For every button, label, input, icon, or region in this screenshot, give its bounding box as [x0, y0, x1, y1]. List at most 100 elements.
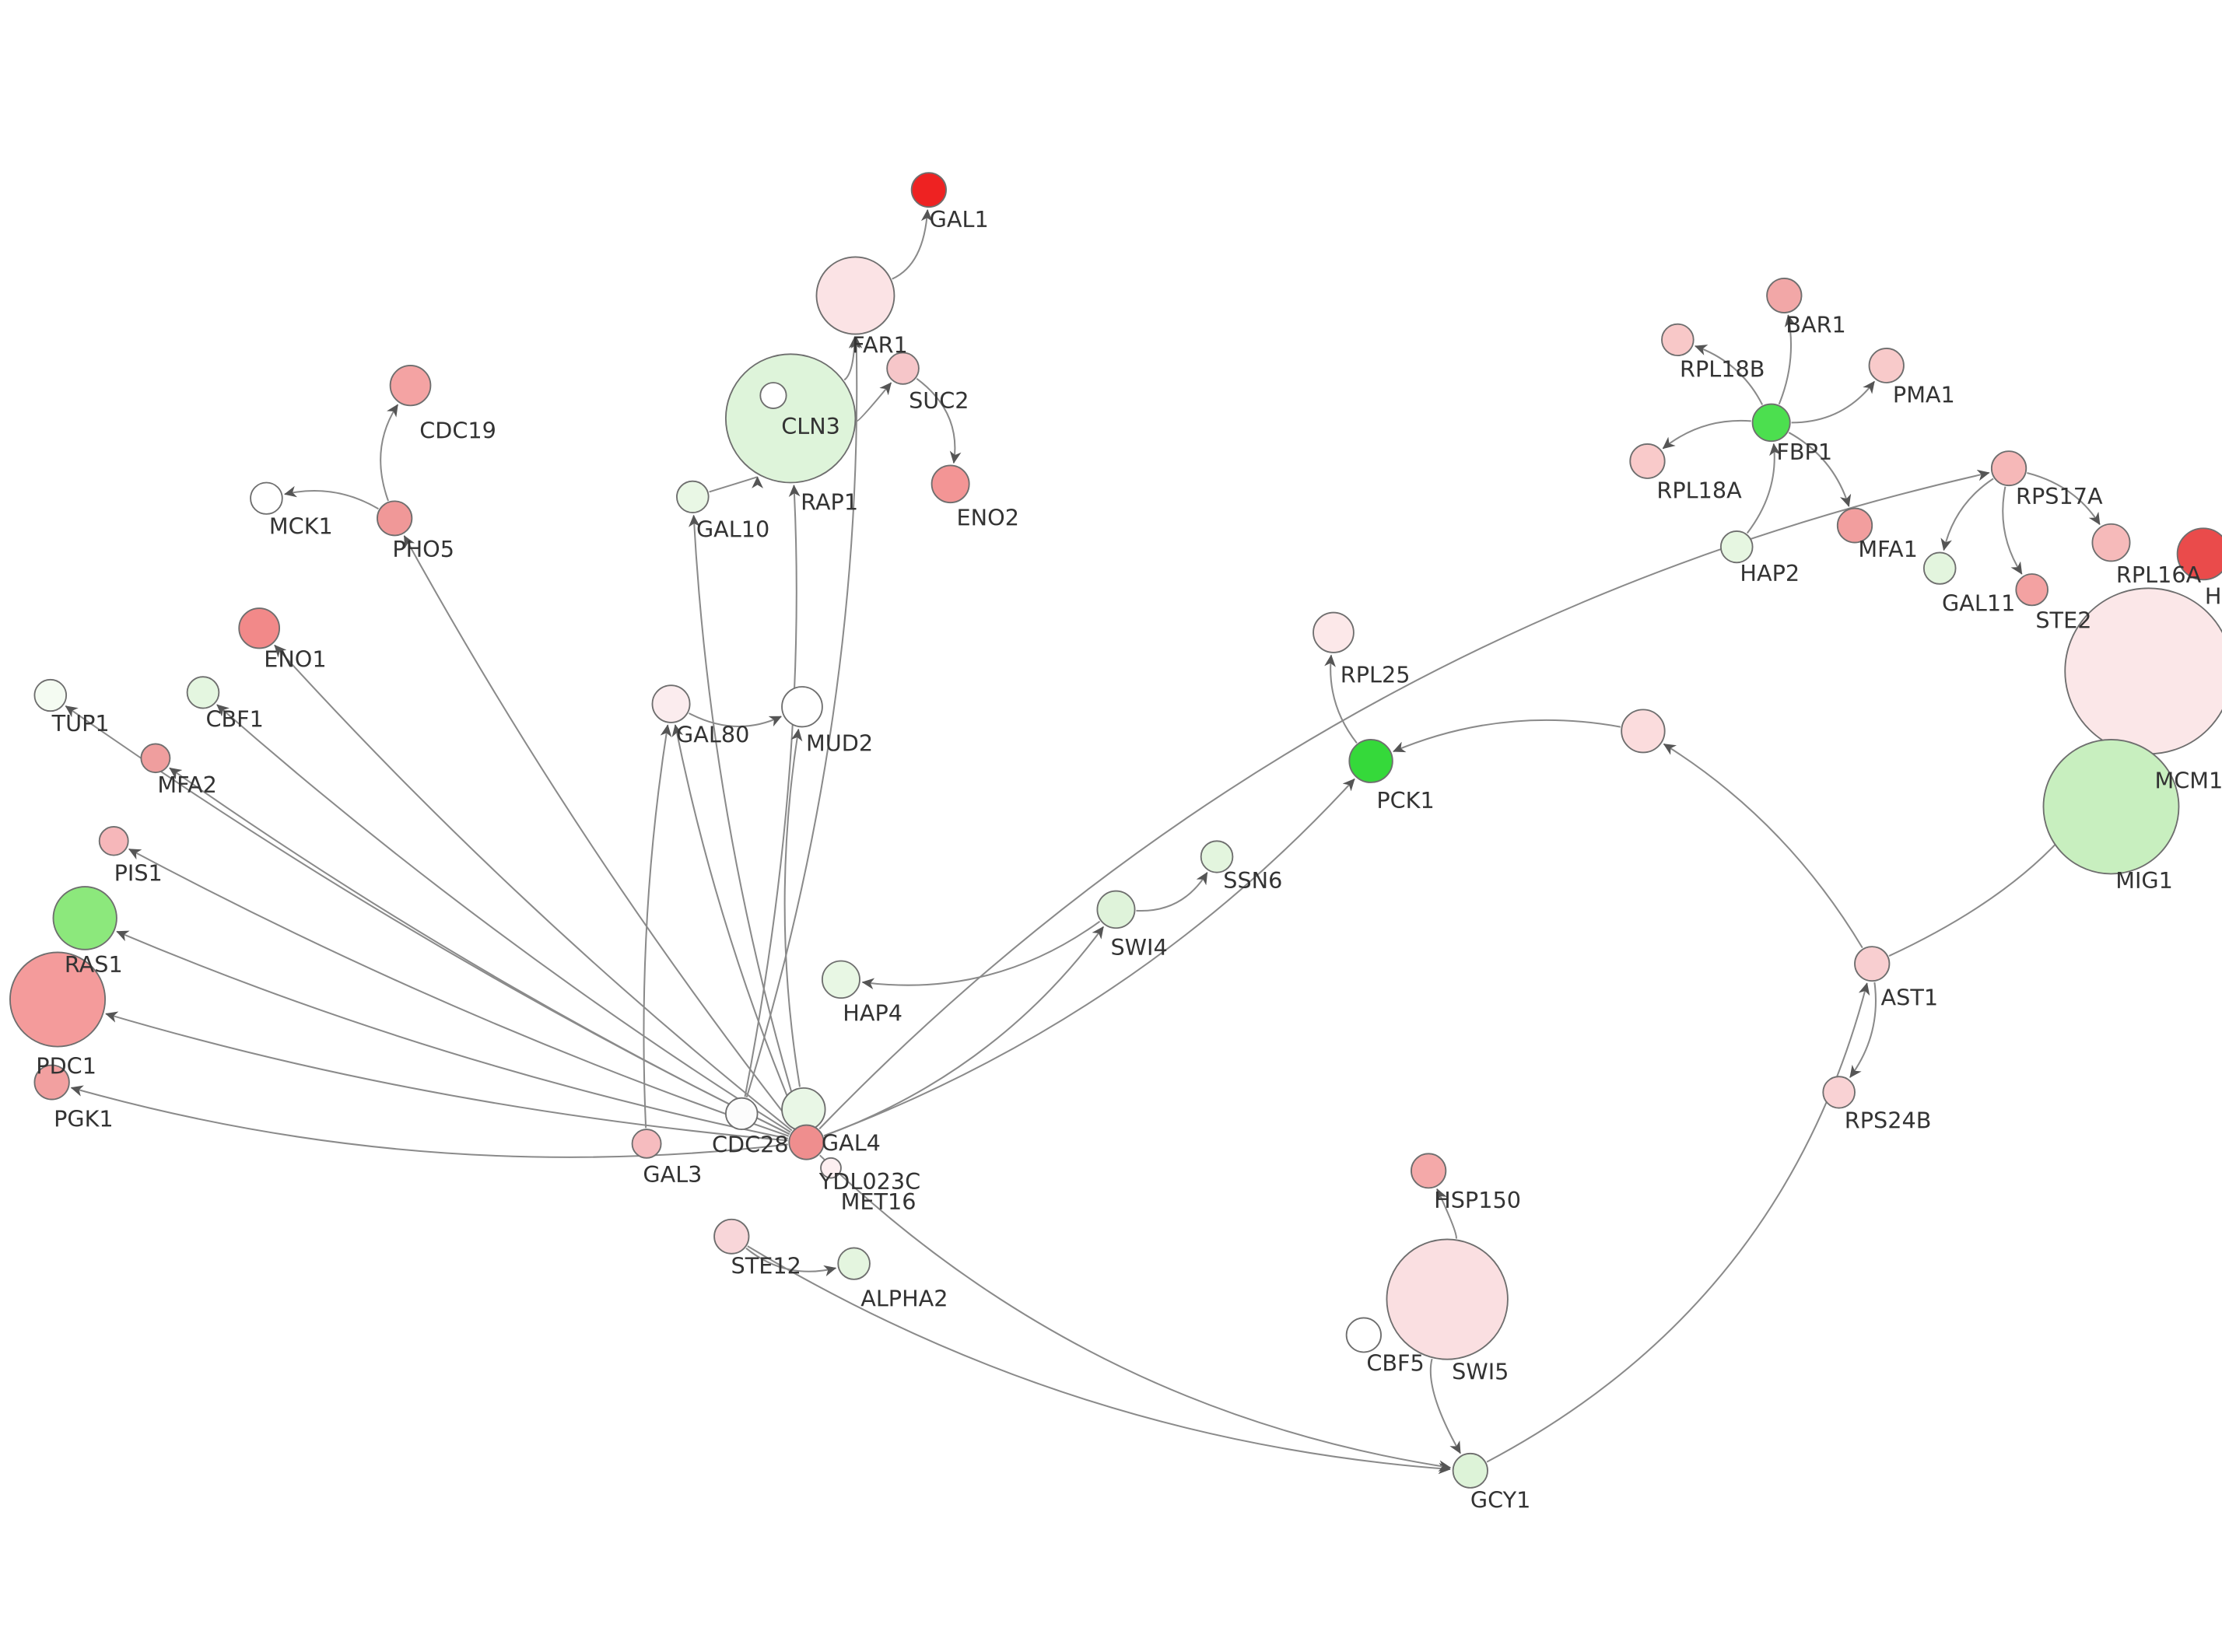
edge-GAL4-ENO1[interactable]	[274, 644, 793, 1132]
edge-GAL4-GAL10[interactable]	[689, 514, 802, 1125]
edge-STE12-GCY1[interactable]	[747, 1245, 1451, 1475]
edge-SUC2-ENO2[interactable]	[916, 378, 962, 464]
node-GCY1[interactable]	[1452, 1452, 1488, 1489]
node-HAP4[interactable]	[821, 960, 860, 999]
node-ENO2[interactable]	[931, 464, 970, 504]
edge-SWI5-HSP150[interactable]	[1436, 1188, 1457, 1239]
edge-HAP2-FBP1[interactable]	[1746, 443, 1781, 534]
edge-SWI4-HAP4[interactable]	[861, 920, 1101, 990]
edge-GAL4-PGK1[interactable]	[70, 1085, 788, 1158]
node-HIS4[interactable]	[2176, 527, 2222, 581]
node-CDC19[interactable]	[389, 365, 432, 407]
node-RAP1[interactable]	[759, 382, 787, 409]
edge-FBP1-BAR1[interactable]	[1778, 314, 1796, 405]
node-FBP1[interactable]	[1751, 403, 1791, 443]
node-BAR1[interactable]	[1766, 278, 1803, 313]
node-GAL3[interactable]	[631, 1129, 662, 1159]
edge-AST1-RPS24B[interactable]	[1849, 982, 1877, 1078]
edge-FAR1-GAL1[interactable]	[892, 208, 933, 280]
edge-GAL4-CBF1[interactable]	[216, 704, 791, 1133]
node-PGK1[interactable]	[33, 1064, 70, 1101]
node-CLN3[interactable]	[724, 353, 857, 484]
node-CBF5[interactable]	[1345, 1317, 1382, 1353]
node-RPL16A[interactable]	[2091, 523, 2131, 562]
edge-GAL3-GAL80[interactable]	[643, 724, 672, 1129]
node-PDC1[interactable]	[9, 951, 107, 1048]
node-RPS24B[interactable]	[1822, 1076, 1856, 1109]
node-PMA1[interactable]	[1868, 348, 1905, 383]
edge-SWI4-SSN6[interactable]	[1136, 872, 1208, 912]
edge-GAL4-PIS1[interactable]	[128, 848, 790, 1137]
node-STE12[interactable]	[713, 1218, 750, 1255]
edge-GAL4-TUP1[interactable]	[65, 705, 790, 1136]
node-HSP150[interactable]	[1410, 1153, 1447, 1189]
node-AST1[interactable]	[1854, 946, 1891, 982]
node-MUD2[interactable]	[781, 686, 823, 728]
node-GAL10[interactable]	[676, 480, 710, 513]
edge-GCY1-AST1[interactable]	[1486, 982, 1870, 1463]
node-PCK1[interactable]	[1348, 739, 1393, 783]
node-CDC28[interactable]	[724, 1097, 759, 1131]
edge-GAL80-MUD2[interactable]	[689, 712, 782, 727]
node-MIG1[interactable]	[2042, 739, 2180, 875]
node-SWI4[interactable]	[1096, 890, 1136, 929]
edge-GAL4-MFA2[interactable]	[169, 767, 790, 1136]
edge-AST1-NODE1[interactable]	[1663, 743, 1863, 949]
node-unlabeled[interactable]	[1621, 709, 1666, 754]
node-CBF1[interactable]	[186, 676, 220, 709]
node-RPL18A[interactable]	[1629, 443, 1666, 479]
node-MFA1[interactable]	[1836, 507, 1873, 544]
node-RAS1[interactable]	[52, 886, 117, 950]
edge-RPS17A-GAL11[interactable]	[1940, 478, 1994, 551]
edge-GAL4-GCY1[interactable]	[819, 1154, 1452, 1472]
node-SUC2[interactable]	[886, 352, 920, 385]
node-MET16[interactable]	[820, 1157, 842, 1179]
edge-PHO5-CDC19[interactable]	[380, 404, 399, 502]
node-PHO5[interactable]	[377, 500, 413, 537]
node-ALPHA2[interactable]	[837, 1247, 871, 1280]
edge-RPS17A-STE2[interactable]	[2002, 486, 2023, 575]
edge-GAL4-RPS17A[interactable]	[818, 469, 1990, 1130]
edge-GAL4-GAL80[interactable]	[671, 724, 801, 1125]
edge-FBP1-RPL18B[interactable]	[1695, 345, 1764, 405]
node-GAL1[interactable]	[910, 172, 947, 208]
edge-NODE1-PCK1[interactable]	[1393, 719, 1621, 753]
edge-STE12-ALPHA2[interactable]	[745, 1248, 837, 1277]
edge-PHO5-MCK1[interactable]	[284, 485, 379, 510]
edge-GAL4-PCK1[interactable]	[823, 778, 1355, 1137]
node-GAL11[interactable]	[1922, 551, 1957, 585]
edge-GAL4-PDC1[interactable]	[105, 1011, 788, 1142]
edge-FBP1-RPL18A[interactable]	[1662, 419, 1751, 450]
node-MCK1[interactable]	[250, 481, 283, 515]
edge-FBP1-MFA1[interactable]	[1788, 432, 1852, 507]
edge-GAL10-CLN3[interactable]	[709, 476, 762, 493]
node-RPL25[interactable]	[1313, 611, 1355, 653]
node-MFA2[interactable]	[140, 743, 171, 774]
edge-CLN3-SUC2[interactable]	[856, 382, 892, 422]
node-YDL023C[interactable]	[781, 1087, 826, 1132]
node-RPS17A[interactable]	[1990, 450, 2027, 487]
node-RPL18B[interactable]	[1661, 323, 1695, 357]
node-GAL4[interactable]	[788, 1124, 825, 1160]
node-ENO1[interactable]	[238, 607, 281, 649]
edge-YDL023C-MUD2[interactable]	[783, 728, 803, 1087]
edge-RPS17A-RPL16A[interactable]	[2027, 472, 2101, 526]
node-SSN6[interactable]	[1200, 840, 1234, 873]
node-HAP2[interactable]	[1719, 530, 1754, 564]
edge-CDC28-CLN3[interactable]	[744, 485, 801, 1097]
edge-GAL4-PHO5[interactable]	[403, 535, 796, 1129]
node-GAL80[interactable]	[651, 684, 691, 723]
edge-SWI5-GCY1[interactable]	[1429, 1358, 1461, 1454]
edge-GAL4-RAS1[interactable]	[116, 930, 789, 1139]
edge-GAL4-SWI4[interactable]	[823, 926, 1105, 1137]
node-SWI5[interactable]	[1386, 1238, 1509, 1360]
node-PIS1[interactable]	[98, 826, 129, 856]
edge-CDC28-FAR1[interactable]	[745, 336, 863, 1098]
node-STE2[interactable]	[2015, 573, 2049, 607]
node-FAR1[interactable]	[815, 256, 895, 335]
node-TUP1[interactable]	[33, 678, 68, 712]
edge-FBP1-PMA1[interactable]	[1791, 380, 1875, 424]
edge-PCK1-RPL25[interactable]	[1324, 654, 1358, 744]
